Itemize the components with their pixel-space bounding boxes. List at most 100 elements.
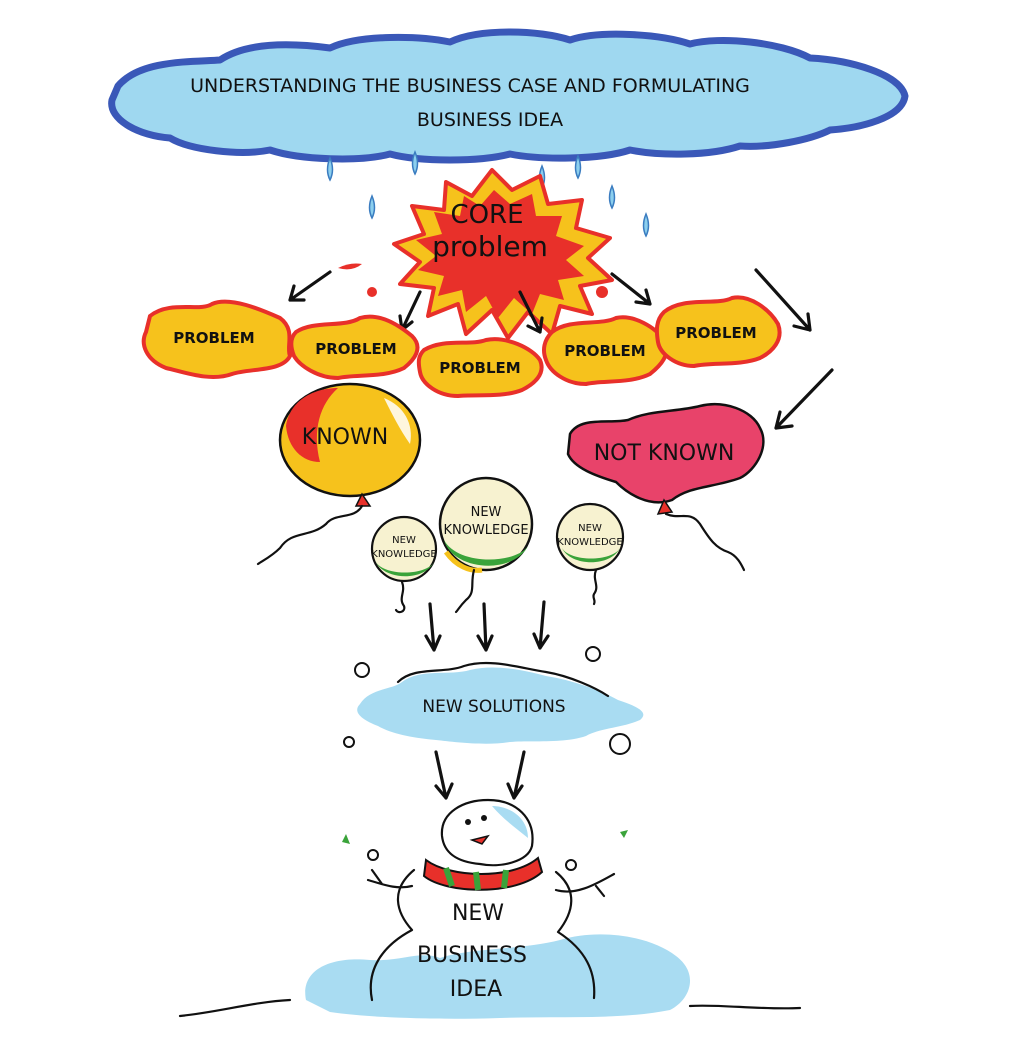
balloon-knot [656,498,674,515]
snowman-body-outline [369,868,596,1002]
solutions-cloud-outline [396,661,610,698]
balloon-string [394,580,406,614]
snowman-arm [366,868,414,889]
problem-shape [141,299,293,379]
core-title-line2: problem [432,230,548,263]
snowman-arm [554,872,616,898]
header-title-line1: UNDERSTANDING THE BUSINESS CASE AND FORM… [190,75,750,97]
core-title-line1: CORE [450,200,523,230]
knowledge-balloon-shade [376,562,434,577]
arrow-icon [774,368,834,430]
bubble [343,736,355,748]
ground-line [178,998,802,1018]
idea-line1: NEW [452,901,504,926]
problem-shape [289,314,420,381]
snowman: NEW BUSINESS IDEA [178,798,802,1019]
arrow-icon [532,600,550,650]
problem-row: PROBLEM PROBLEM PROBLEM PROBLEM PROBLEM [141,295,782,399]
arrow-icon [398,290,422,332]
idea-line2: BUSINESS [417,943,527,968]
problem-burst: PROBLEM [542,315,669,387]
problem-label: PROBLEM [173,329,254,347]
snowman-head [440,798,534,867]
snowman-head-shade [492,806,528,838]
snowman-eye [481,815,487,821]
core-burst-inner [416,190,584,318]
arrow-icon [424,602,442,652]
problem-label: PROBLEM [315,340,396,358]
rain-drop [574,154,582,180]
balloon-string [664,512,746,572]
splatter [596,286,608,298]
balloon-string [592,568,598,606]
knowledge-balloon-shape [438,476,534,572]
solution-arrows [424,600,550,652]
known-balloon-highlight [384,398,411,444]
knowledge-label-line1: NEW [578,523,602,534]
header-cloud-shape [108,28,909,164]
arrow-icon [754,268,812,332]
header-title-line2: BUSINESS IDEA [417,109,563,131]
problem-burst: PROBLEM [141,299,293,379]
arrow-icon [434,750,454,800]
splatter [338,263,362,270]
problem-label: PROBLEM [564,342,645,360]
knowledge-label-line2: KNOWLEDGE [371,549,436,560]
problem-label: PROBLEM [675,324,756,342]
core-problem-burst: CORE problem [338,168,614,340]
rain-drops [326,150,650,238]
rain-drop [411,150,419,176]
knowledge-balloon-shape [555,502,625,572]
solutions-cloud: NEW SOLUTIONS [343,646,644,755]
known-label: KNOWN [302,425,388,450]
snowman-eye [465,819,471,825]
knowledge-label-line1: NEW [471,505,502,520]
solutions-label: NEW SOLUTIONS [422,697,565,717]
rain-drop [368,194,376,220]
knowledge-balloon: NEW KNOWLEDGE [370,515,438,614]
not-known-label: NOT KNOWN [594,441,735,466]
bubble [367,849,379,861]
problem-burst: PROBLEM [654,295,782,369]
arrow-icon [610,272,652,306]
problem-burst: PROBLEM [416,337,544,399]
rain-drop [642,212,650,238]
knowledge-balloons: NEW KNOWLEDGE NEW KNOWLEDGE NEW KNOWLEDG… [370,476,625,614]
problem-burst: PROBLEM [289,314,420,381]
arrow-icon [288,270,332,302]
arrow-icon [518,290,544,334]
knowledge-label-line2: KNOWLEDGE [443,523,528,538]
scarf-stripes [443,867,509,891]
problem-label: PROBLEM [439,359,520,377]
known-balloon: KNOWN [256,382,422,566]
confetti [620,830,628,838]
header-cloud: UNDERSTANDING THE BUSINESS CASE AND FORM… [108,28,909,164]
idea-line3: IDEA [450,977,502,1002]
known-balloon-shade [286,388,338,462]
problem-shape [654,295,782,369]
bubble [609,733,631,755]
bubble [585,646,601,662]
bubble [565,859,577,871]
knowledge-balloon-shape [370,515,438,583]
snowman-nose [469,834,490,845]
arrow-icon [506,750,526,800]
idea-arrows [434,750,526,800]
knowledge-balloon: NEW KNOWLEDGE [555,502,625,606]
solutions-cloud-shape [357,667,644,744]
knowledge-balloon: NEW KNOWLEDGE [438,476,534,614]
knowledge-label-line1: NEW [392,535,416,546]
core-arrows [288,268,834,430]
splatter [367,287,377,297]
knowledge-balloon-shade [443,550,483,573]
not-known-shape [566,403,765,504]
problem-shape [416,337,544,399]
knowledge-label-line2: KNOWLEDGE [557,537,622,548]
not-known-balloon: NOT KNOWN [566,403,765,572]
rain-drop [326,156,334,182]
confetti [342,834,350,844]
rain-drop [608,184,616,210]
arrow-icon [476,602,494,652]
balloon-string [256,504,364,566]
